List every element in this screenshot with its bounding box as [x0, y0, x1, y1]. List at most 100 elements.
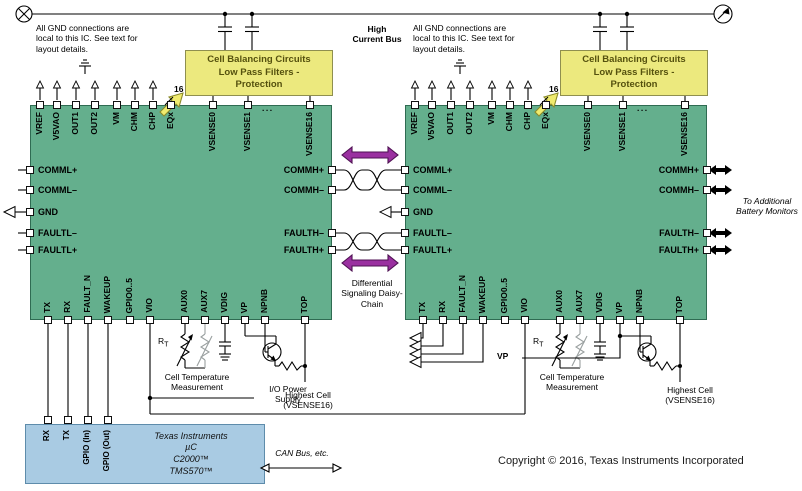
ic2-gnd-arrow [379, 205, 401, 219]
ic2-pin-label-AUX7: AUX7 [574, 290, 584, 313]
ic1-pin-label-FAULTL–: FAULTL– [38, 228, 77, 238]
ic1-pin-label-FAULTL+: FAULTL+ [38, 245, 78, 255]
ic1-pin-FAULTH– [328, 229, 336, 237]
ic2-pin-COMMH– [703, 186, 711, 194]
vsense-ellipsis-right: ... [637, 103, 649, 113]
balancing-line-3: Protection [235, 79, 283, 91]
ic1-pin-label-VSENSE16: VSENSE16 [304, 112, 314, 156]
ic2-pin-label-CHP: CHP [522, 112, 532, 130]
ic1-pin-V5VAO [53, 101, 61, 109]
mcu-box [25, 424, 265, 484]
ic2-pin-label-VSENSE0: VSENSE0 [582, 112, 592, 152]
ic2-pin-label-V5VAO: V5VAO [426, 112, 436, 141]
ic1-pin-EQx [167, 101, 175, 109]
ic2-pin-label-VM: VM [486, 112, 496, 125]
ground-symbol-left [78, 59, 92, 75]
ic2-pin-AUX0 [556, 316, 564, 324]
ic1-pin-VSENSE1 [244, 101, 252, 109]
ic2-pin-label-VREF: VREF [409, 112, 419, 135]
daisy-chain-arrow-top [341, 145, 399, 165]
battery-monitor-ic-2 [405, 105, 707, 320]
twisted-pair-comm [336, 169, 401, 191]
ic1-pin-VREF [36, 101, 44, 109]
bus-capacitors-right [593, 11, 634, 50]
ic1-pin-label-VP: VP [239, 301, 249, 313]
diff-chain-label: Differential Signaling Daisy-Chain [341, 278, 403, 309]
ic1-pin-label-GND: GND [38, 207, 58, 217]
ic2-pin-GND [401, 208, 409, 216]
high-current-bus-line [15, 4, 733, 24]
ic1-pin-label-VM: VM [111, 112, 121, 125]
ic2-pin-VM [488, 101, 496, 109]
highest-cell-label-right: Highest Cell (VSENSE16) [665, 385, 715, 406]
vp-label: VP [497, 351, 509, 361]
ic2-pin-label-VIO: VIO [519, 298, 529, 313]
ic1-pin-label-AUX7: AUX7 [199, 290, 209, 313]
ic1-pin-WAKEUP [104, 316, 112, 324]
ic2-pin-label-COMML+: COMML+ [413, 165, 453, 175]
ic1-pin-VSENSE16 [306, 101, 314, 109]
ic2-pin-label-FAULTL+: FAULTL+ [413, 245, 453, 255]
ic2-pin-label-FAULTL–: FAULTL– [413, 228, 452, 238]
ic1-pin-NPNB [261, 316, 269, 324]
ic1-pin-COMMH+ [328, 166, 336, 174]
ic1-pin-label-COMMH+: COMMH+ [283, 165, 324, 175]
mcu-pin-TX [64, 416, 72, 424]
ic2-pin-label-VSENSE16: VSENSE16 [679, 112, 689, 156]
balancing-line-1: Cell Balancing Circuits [582, 54, 686, 66]
rt-label-left: RT [158, 336, 168, 349]
ic1-pin-VDIG [221, 316, 229, 324]
ic2-pin-label-AUX0: AUX0 [554, 290, 564, 313]
ic2-pin-VREF [411, 101, 419, 109]
ic2-pin-EQx [542, 101, 550, 109]
ic1-pin-OUT2 [91, 101, 99, 109]
ic1-pin-label-TOP: TOP [299, 295, 309, 313]
ic1-pin-COMML+ [26, 166, 34, 174]
ic2-pin-FAULTH– [703, 229, 711, 237]
rt-base: R [158, 336, 165, 346]
ic1-pin-label-COMML+: COMML+ [38, 165, 78, 175]
ic2-pin-AUX7 [576, 316, 584, 324]
ic1-pin-label-RX: RX [62, 301, 72, 313]
vdig-cap-left [218, 323, 232, 361]
rt-sub: T [164, 340, 169, 349]
cell-balancing-box-2: Cell Balancing Circuits Low Pass Filters… [560, 50, 708, 96]
ic1-pin-OUT1 [72, 101, 80, 109]
bus-capacitors-left [218, 11, 259, 50]
rt-label-right: RT [533, 336, 543, 349]
ic2-pin-VSENSE0 [584, 101, 592, 109]
ic1-pin-VIO [146, 316, 154, 324]
ground-symbol-right [453, 59, 467, 75]
ic2-pin-label-FAULTH–: FAULTH– [659, 228, 699, 238]
ic2-pin-FAULTL+ [401, 246, 409, 254]
gnd-note-left: All GND connections are local to this IC… [36, 23, 138, 54]
ic1-pin-label-AUX0: AUX0 [179, 290, 189, 313]
ic1-pin-label-V5VAO: V5VAO [51, 112, 61, 141]
ic1-pin-label-OUT1: OUT1 [70, 112, 80, 135]
ic2-pin-NPNB [636, 316, 644, 324]
high-current-bus-label: High Current Bus [352, 24, 402, 45]
ic2-pin-FAULTL– [401, 229, 409, 237]
ic1-left-stubs [3, 169, 26, 251]
ic2-pin-VSENSE1 [619, 101, 627, 109]
ic2-pin-V5VAO [428, 101, 436, 109]
ic2-pin-label-WAKEUP: WAKEUP [477, 275, 487, 313]
ic1-pin-GND [26, 208, 34, 216]
ic1-pin-label-COMMH–: COMMH– [284, 185, 324, 195]
ic2-pin-label-FAULT_N: FAULT_N [457, 275, 467, 313]
gnd-note-right: All GND connections are local to this IC… [413, 23, 515, 54]
npn-network-left [244, 323, 308, 383]
ic2-pin-OUT1 [447, 101, 455, 109]
ic1-pin-label-FAULT_N: FAULT_N [82, 275, 92, 313]
mcu-line-3: C2000™ [173, 454, 209, 464]
mcu-pin-RX [44, 416, 52, 424]
mcu-pin-GPIO (Out) [104, 416, 112, 424]
ic2-pin-label-GND: GND [413, 207, 433, 217]
ic2-pin-label-COMML–: COMML– [413, 185, 452, 195]
ic2-pin-label-VP: VP [614, 301, 624, 313]
ic1-pin-CHM [131, 101, 139, 109]
ic2-pin-VIO [521, 316, 529, 324]
ic2-pin-label-EQx: EQx [540, 112, 550, 130]
ic1-pin-label-VDIG: VDIG [219, 292, 229, 313]
